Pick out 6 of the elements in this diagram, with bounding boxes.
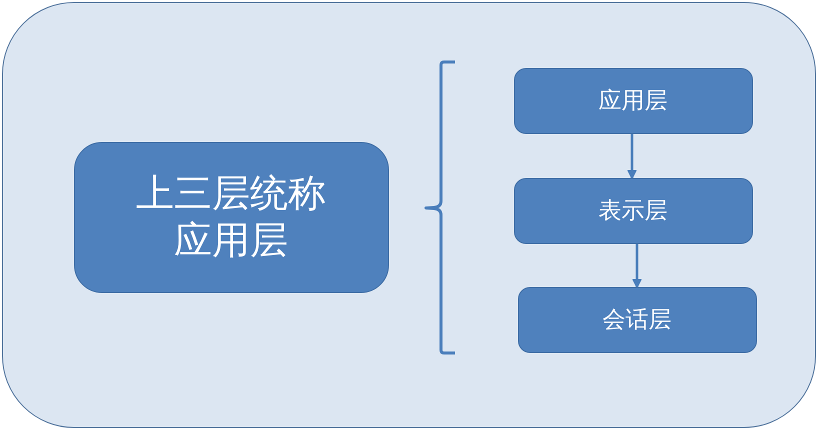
arrow (626, 134, 636, 179)
layer-box: 表示层 (514, 178, 752, 244)
layer-box: 上三层统称应用层 (74, 142, 388, 292)
layer-box: 应用层 (514, 68, 752, 134)
layer-box: 会话层 (518, 286, 756, 352)
arrow (632, 244, 642, 288)
